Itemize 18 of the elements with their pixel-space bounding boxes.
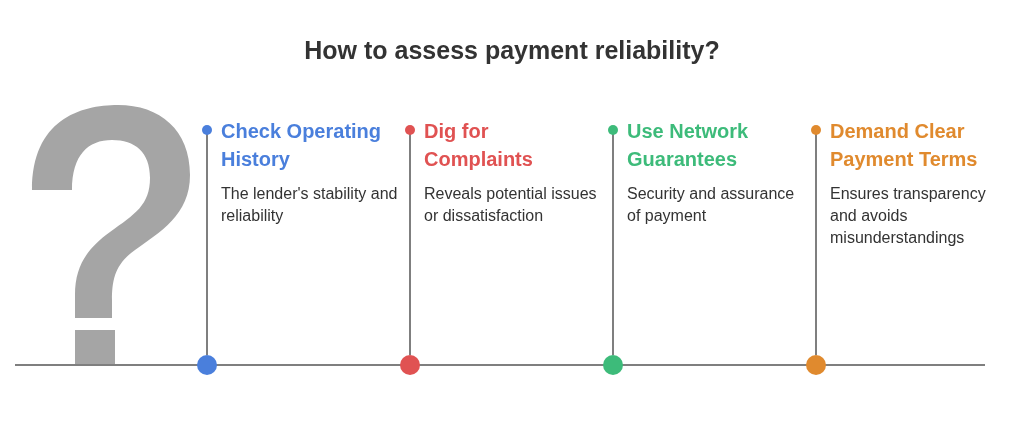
- connector-line: [811, 125, 821, 356]
- timeline-dot: [400, 355, 420, 375]
- connector-line: [405, 125, 415, 356]
- step-heading: Dig for Complaints: [424, 119, 534, 172]
- step-description: Security and assurance of payment: [627, 184, 796, 226]
- step-heading: Use Network Guarantees: [627, 119, 750, 172]
- step-heading: Check Operating History: [221, 119, 383, 172]
- step-heading: Demand Clear Payment Terms: [830, 119, 979, 172]
- connector-line: [608, 125, 618, 356]
- timeline-dot: [603, 355, 623, 375]
- question-mark-icon: [32, 105, 190, 364]
- title: How to assess payment reliability?: [303, 36, 721, 65]
- step-description: Ensures transparency and avoids misunderstandings: [830, 184, 987, 248]
- step-description: The lender's stability and reliability: [221, 184, 399, 226]
- connector-line: [202, 125, 212, 356]
- timeline-dot: [197, 355, 217, 375]
- timeline-dot: [806, 355, 826, 375]
- step-description: Reveals potential issues or dissatisfaction: [424, 184, 598, 226]
